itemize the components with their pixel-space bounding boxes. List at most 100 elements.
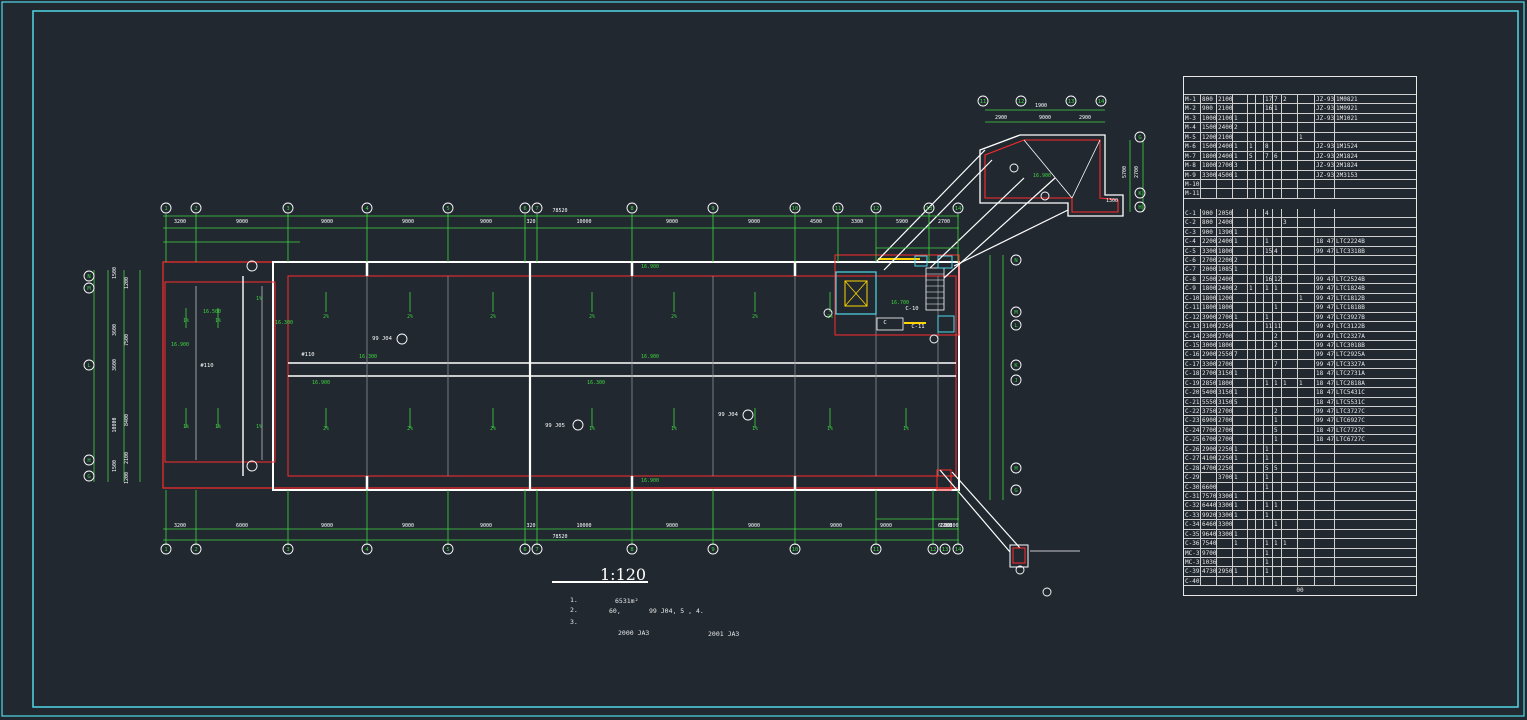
table-cell [1256,189,1264,199]
table-cell [1217,576,1233,587]
table-cell [1335,454,1416,463]
table-cell: 2900 [1202,444,1217,455]
table-cell: 1 [1264,473,1273,483]
table-cell [1248,123,1256,133]
table-cell [1273,350,1282,360]
axis-circle [531,202,543,214]
table-cell [1282,123,1298,133]
axis-label: J [1014,378,1017,384]
dim-wing: 1300 [1106,198,1118,204]
table-cell: 1 [1298,378,1315,389]
table-cell: 1800 [1202,161,1217,171]
slope-label: 1% [256,296,262,302]
table-cell: 17 [1265,95,1273,105]
table-cell [1248,95,1256,105]
dim-left: 3600 [112,359,118,371]
table-cell: 1 [1264,454,1273,464]
table-cell [1256,123,1264,133]
axis-label: 7 [535,547,538,553]
table-cell [1282,227,1298,238]
table-cell: 10365 [1202,558,1217,568]
table-cell [1248,246,1256,256]
table-cell: 99 47 [1316,284,1335,294]
axis-label: 10 [792,206,799,212]
dim-top: 2700 [938,219,950,225]
table-cell [1256,576,1264,587]
table-cell: 1 [1264,548,1273,558]
table-cell: 99 47 [1316,246,1335,256]
table-cell [1264,189,1273,199]
table-cell [1264,397,1273,407]
table-cell: 3300 [1218,529,1233,540]
table-cell [1282,265,1298,275]
table-cell [1248,491,1256,502]
elevation-label: 16.900 [171,342,189,348]
table-cell [1282,558,1298,568]
table-cell: 2250 [1218,444,1233,455]
plan-tag: #110 [301,352,314,358]
table-cell: C-29 [1185,473,1201,483]
dim-bottom: 9000 [402,523,414,529]
table-cell [1248,350,1256,360]
table-cell: M-5 [1184,132,1201,143]
table-cell [1282,303,1298,313]
table-cell [1264,256,1273,266]
table-cell: 2100 [1218,113,1233,124]
table-cell [1282,293,1298,304]
axis-circle [361,543,373,555]
table-cell [1217,539,1233,549]
table-cell [1282,322,1298,332]
axis-circle [927,543,939,555]
axis-circle [626,202,638,214]
table-cell: 2400 [1218,142,1233,152]
table-cell [1282,284,1298,294]
table-cell: 2250 [1218,463,1233,474]
table-cell [1315,444,1335,455]
table-cell: 1 [1273,416,1282,426]
axis-circle [952,202,964,214]
table-cell: C-3 [1184,227,1201,238]
dim-bottom: 3200 [174,523,186,529]
axis-label: 1 [164,206,167,212]
table-cell [1264,161,1273,171]
axis-circle [83,270,95,282]
table-cell [1256,558,1264,568]
plan-tag: C-10 [905,306,918,312]
note-1-number: 1. [570,596,578,604]
table-cell [1298,274,1315,285]
scale-underline [552,581,648,583]
table-cell: 2700 [1218,331,1233,341]
table-cell: 1 [1264,558,1273,568]
table-cell: LTC5531C [1336,398,1365,406]
table-cell [1264,218,1273,228]
table-cell: 1 [1233,237,1248,247]
table-cell [1273,388,1282,398]
dim-wing: 9000 [1039,115,1051,121]
axis-bottom-9: 9 [707,543,719,555]
axis-label: 13 [942,547,949,553]
table-cell [1233,331,1248,341]
axis-right-K: K [1010,359,1022,371]
table-cell: 1 [1233,539,1248,549]
table-cell: 1 [1273,104,1282,114]
note-2-a: 60, [609,607,621,615]
axis-wing-right-H: H [1134,201,1146,213]
table-cell [1335,483,1416,492]
axis-circle [789,202,801,214]
table-cell: 1800 [1218,340,1233,351]
slope-label: 2% [407,314,413,320]
table-cell: 3150 [1218,397,1233,407]
dim-top: 10000 [576,219,591,225]
table-cell: LTC3318B [1336,247,1365,255]
table-cell: 1 [1233,170,1248,180]
table-cell: C-34 [1185,520,1201,530]
table-cell [1248,274,1256,285]
table-cell: 1 [1273,435,1282,445]
table-cell [1256,463,1264,474]
